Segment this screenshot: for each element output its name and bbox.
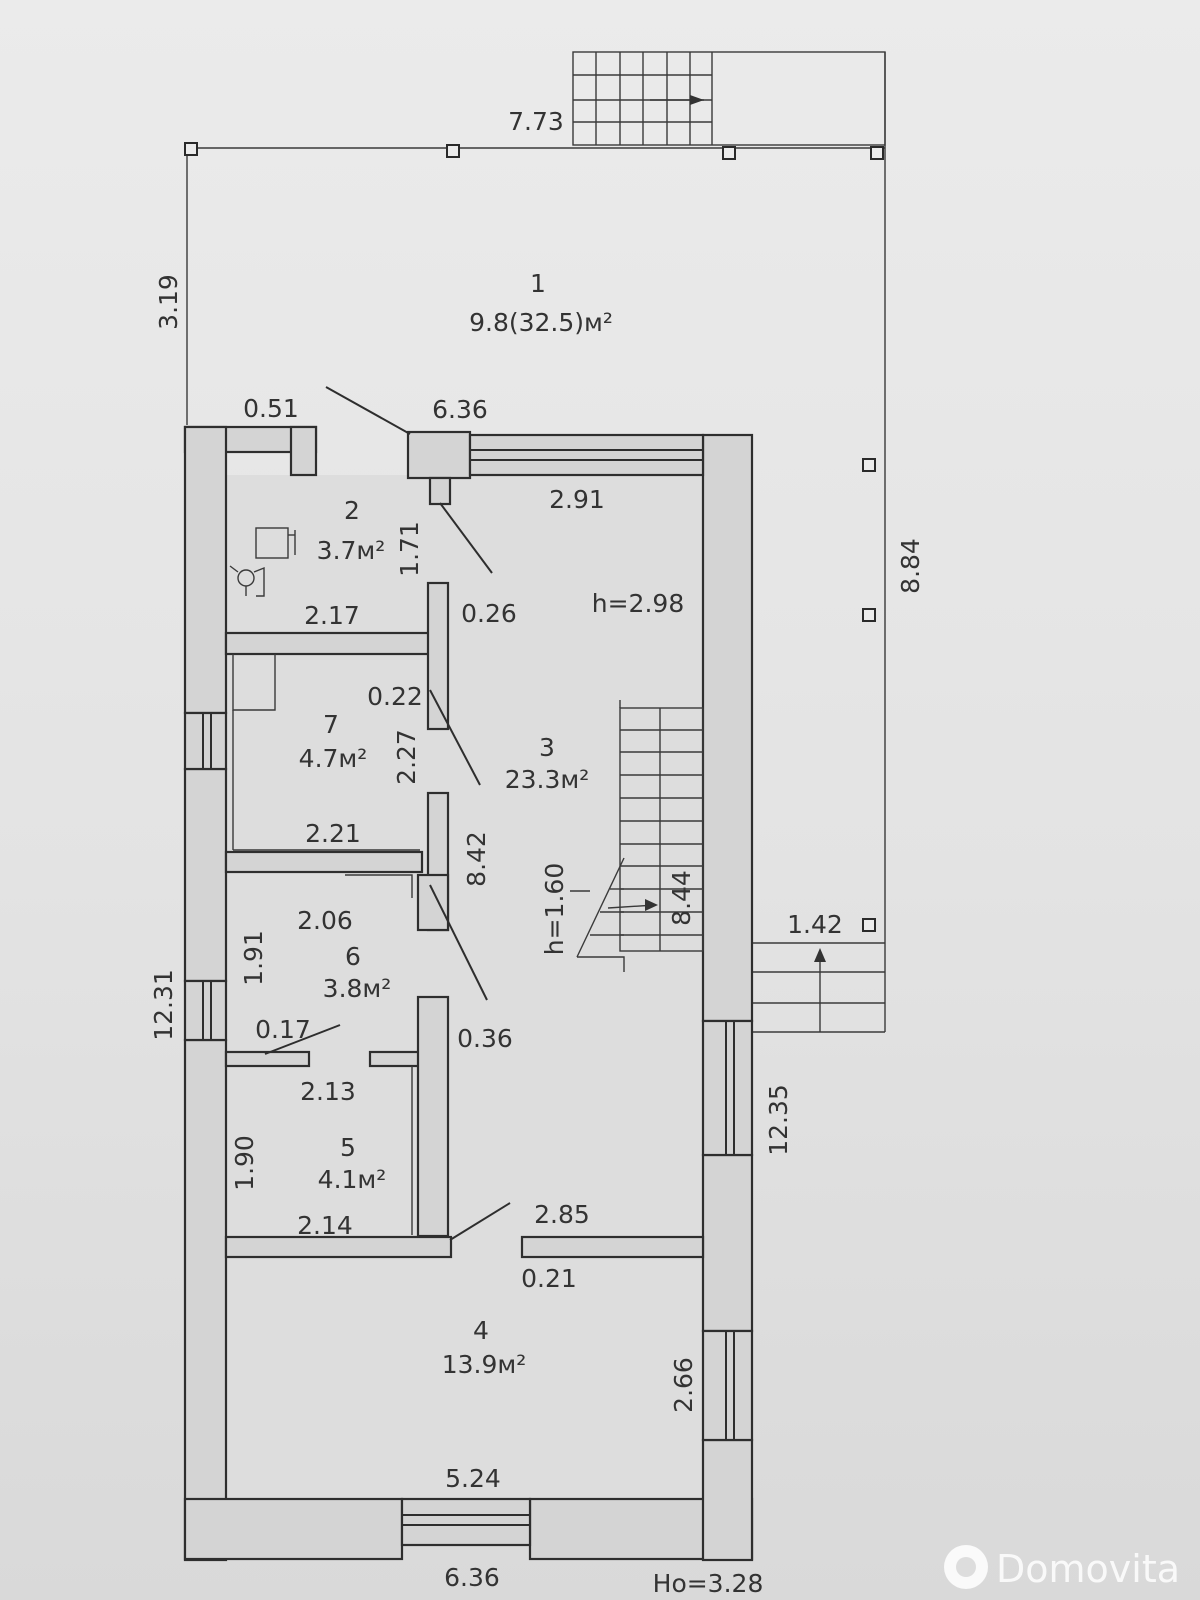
outer-stairs-top bbox=[572, 51, 886, 146]
dim-door-036: 0.36 bbox=[457, 1024, 513, 1053]
room-4-number: 4 bbox=[473, 1316, 489, 1345]
dim-room5-width-bottom: 2.14 bbox=[297, 1211, 353, 1240]
post bbox=[870, 146, 884, 160]
post bbox=[862, 608, 876, 622]
interior-floor bbox=[224, 475, 706, 1500]
dim-top-wall: 6.36 bbox=[432, 395, 488, 424]
room-3-number: 3 bbox=[539, 733, 555, 762]
boiler-icon bbox=[255, 527, 296, 559]
dim-room7-width: 2.21 bbox=[305, 819, 361, 848]
dim-room5-width-top: 2.13 bbox=[300, 1077, 356, 1106]
height-ceiling: h=2.98 bbox=[592, 589, 684, 618]
dim-right-total: 12.35 bbox=[764, 1084, 793, 1156]
post bbox=[862, 458, 876, 472]
dim-door-017: 0.17 bbox=[255, 1015, 311, 1044]
valve-icon bbox=[229, 565, 265, 597]
dimension-labels: 7.73 0.51 6.36 2.91 0.26 2.17 0.22 2.21 … bbox=[243, 107, 843, 1598]
dim-terrace-depth: 3.19 bbox=[154, 274, 183, 330]
dim-left-total: 12.31 bbox=[149, 969, 178, 1041]
dim-corner-stub: 0.51 bbox=[243, 394, 299, 423]
dim-terrace-side: 8.84 bbox=[896, 538, 925, 594]
vertical-dimension-labels: 3.19 8.84 1.71 2.27 8.42 h=1.60 8.44 1.9… bbox=[149, 274, 925, 1413]
room-2-area: 3.7м² bbox=[317, 536, 386, 565]
terrace-outline bbox=[186, 52, 886, 1033]
dim-wall-021: 0.21 bbox=[521, 1264, 577, 1293]
room-7-number: 7 bbox=[323, 710, 339, 739]
height-stair: h=1.60 bbox=[540, 863, 569, 955]
dim-room2-depth: 1.71 bbox=[395, 521, 424, 577]
dim-window-266: 2.66 bbox=[669, 1357, 698, 1413]
room-6-number: 6 bbox=[345, 942, 361, 971]
watermark-text: Domovita bbox=[996, 1547, 1180, 1591]
room-1-area: 9.8(32.5)м² bbox=[469, 308, 613, 337]
room-3-area: 23.3м² bbox=[505, 765, 590, 794]
terrace-posts bbox=[184, 142, 884, 932]
post bbox=[722, 146, 736, 160]
dim-room6-width: 2.06 bbox=[297, 906, 353, 935]
windows bbox=[183, 433, 754, 1547]
room-7-area: 4.7м² bbox=[299, 744, 368, 773]
post bbox=[862, 918, 876, 932]
post bbox=[446, 144, 460, 158]
door-swings bbox=[264, 386, 511, 1241]
dim-door-022: 0.22 bbox=[367, 682, 423, 711]
interior-partitions bbox=[224, 581, 705, 1259]
dim-room6-depth: 1.91 bbox=[239, 930, 268, 986]
dim-stair-length: 8.44 bbox=[667, 870, 696, 926]
dim-room4-width: 5.24 bbox=[445, 1464, 501, 1493]
height-base: Ho=3.28 bbox=[653, 1569, 764, 1598]
dim-step-width: 1.42 bbox=[787, 910, 843, 939]
liner-lines bbox=[232, 654, 420, 1235]
interior-stairs bbox=[570, 700, 704, 972]
dim-door-026: 0.26 bbox=[461, 599, 517, 628]
room-labels: 1 9.8(32.5)м² 2 3.7м² 3 23.3м² 7 4.7м² 6… bbox=[299, 269, 613, 1379]
room-5-area: 4.1м² bbox=[318, 1165, 387, 1194]
room-2-number: 2 bbox=[344, 496, 360, 525]
room-4-area: 13.9м² bbox=[442, 1350, 527, 1379]
dim-corridor-length: 8.42 bbox=[462, 831, 491, 887]
exterior-walls bbox=[183, 425, 754, 1562]
dim-room2-width: 2.17 bbox=[304, 601, 360, 630]
dim-bottom-wall: 6.36 bbox=[444, 1563, 500, 1592]
dim-room7-depth: 2.27 bbox=[392, 729, 421, 785]
dim-room5-depth: 1.90 bbox=[230, 1135, 259, 1191]
room-6-area: 3.8м² bbox=[323, 974, 392, 1003]
room-1-number: 1 bbox=[530, 269, 546, 298]
dim-terrace-width: 7.73 bbox=[508, 107, 564, 136]
watermark: Domovita bbox=[944, 1545, 1180, 1591]
outer-steps-right bbox=[752, 942, 885, 1032]
post bbox=[184, 142, 198, 156]
dim-opening-285: 2.85 bbox=[534, 1200, 590, 1229]
room-5-number: 5 bbox=[340, 1133, 356, 1162]
dim-opening-top: 2.91 bbox=[549, 485, 605, 514]
